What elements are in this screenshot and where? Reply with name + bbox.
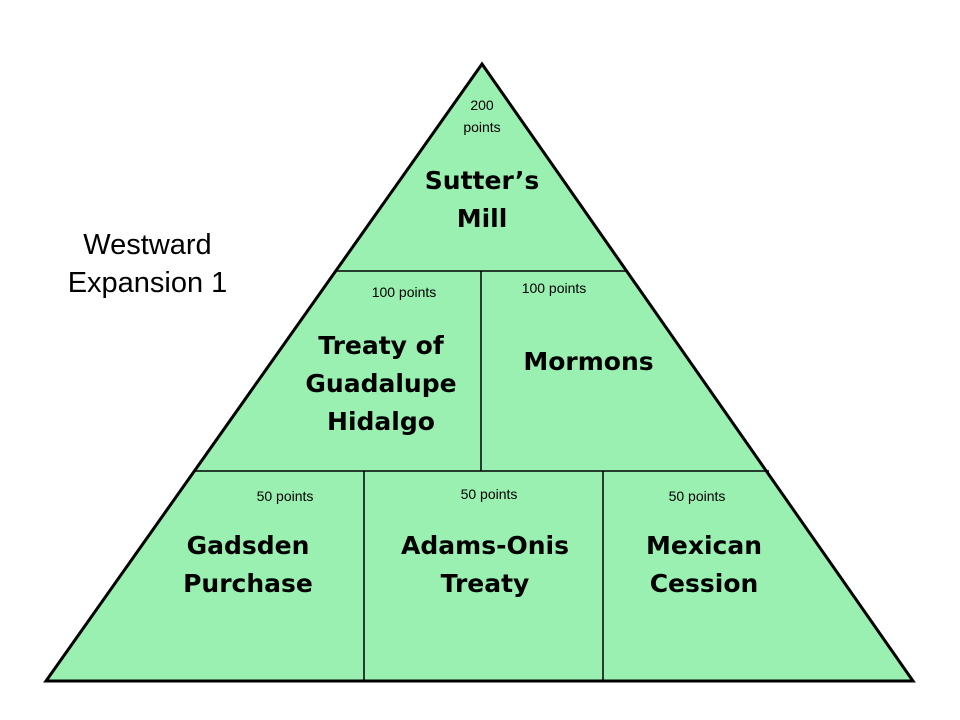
topic-line-3: Hidalgo — [327, 407, 435, 436]
tile-topic-label: Sutter’s Mill — [336, 162, 628, 238]
tile-gadsden-purchase[interactable]: 50 points Gadsden Purchase — [150, 471, 364, 681]
tile-topic-label: Treaty of Guadalupe Hidalgo — [246, 327, 516, 441]
tile-adams-onis-treaty[interactable]: 50 points Adams-Onis Treaty — [364, 471, 603, 681]
topic-line-2: Guadalupe — [305, 369, 457, 398]
tile-topic-label: Mexican Cession — [603, 527, 805, 603]
tile-suttters-mill[interactable]: 200 points Sutter’s Mill — [336, 64, 628, 271]
topic-line-1: Mexican — [645, 531, 762, 560]
topic-line-2: Cession — [649, 569, 759, 598]
topic-line-2: Mill — [456, 204, 508, 233]
pyramid-outline — [43, 61, 916, 683]
tile-points-label: 50 points — [460, 486, 518, 502]
tile-points-label: 50 points — [256, 488, 314, 504]
topic-line-2: Treaty — [440, 569, 530, 598]
topic-line-1: Adams-Onis — [401, 531, 569, 560]
topic-line-1: Sutter’s — [424, 166, 540, 195]
game-title: Westward Expansion 1 — [30, 226, 265, 302]
tile-treaty-of-guadalupe-hidalgo[interactable]: 100 points Treaty of Guadalupe Hidalgo — [196, 271, 481, 471]
tile-topic-label: Mormons — [481, 343, 696, 381]
tile-points-label: 100 points — [371, 284, 437, 300]
tile-mormons[interactable]: 100 points Mormons — [481, 271, 769, 471]
tile-points-label: 100 points — [521, 280, 587, 296]
topic-line-1: Treaty of — [318, 331, 444, 360]
points-value: 200 — [470, 97, 494, 113]
game-title-line-2: Expansion 1 — [67, 267, 228, 299]
topic-line-1: Mormons — [523, 347, 654, 376]
tile-topic-label: Gadsden Purchase — [150, 527, 346, 603]
topic-line-2: Purchase — [183, 569, 313, 598]
points-unit: points — [463, 119, 501, 135]
tile-mexican-cession[interactable]: 50 points Mexican Cession — [603, 471, 813, 681]
tile-topic-label: Adams-Onis Treaty — [364, 527, 606, 603]
topic-line-1: Gadsden — [186, 531, 310, 560]
game-title-line-1: Westward — [83, 229, 212, 261]
tile-points-label: 200 points — [336, 94, 628, 138]
tile-points-label: 50 points — [668, 488, 726, 504]
